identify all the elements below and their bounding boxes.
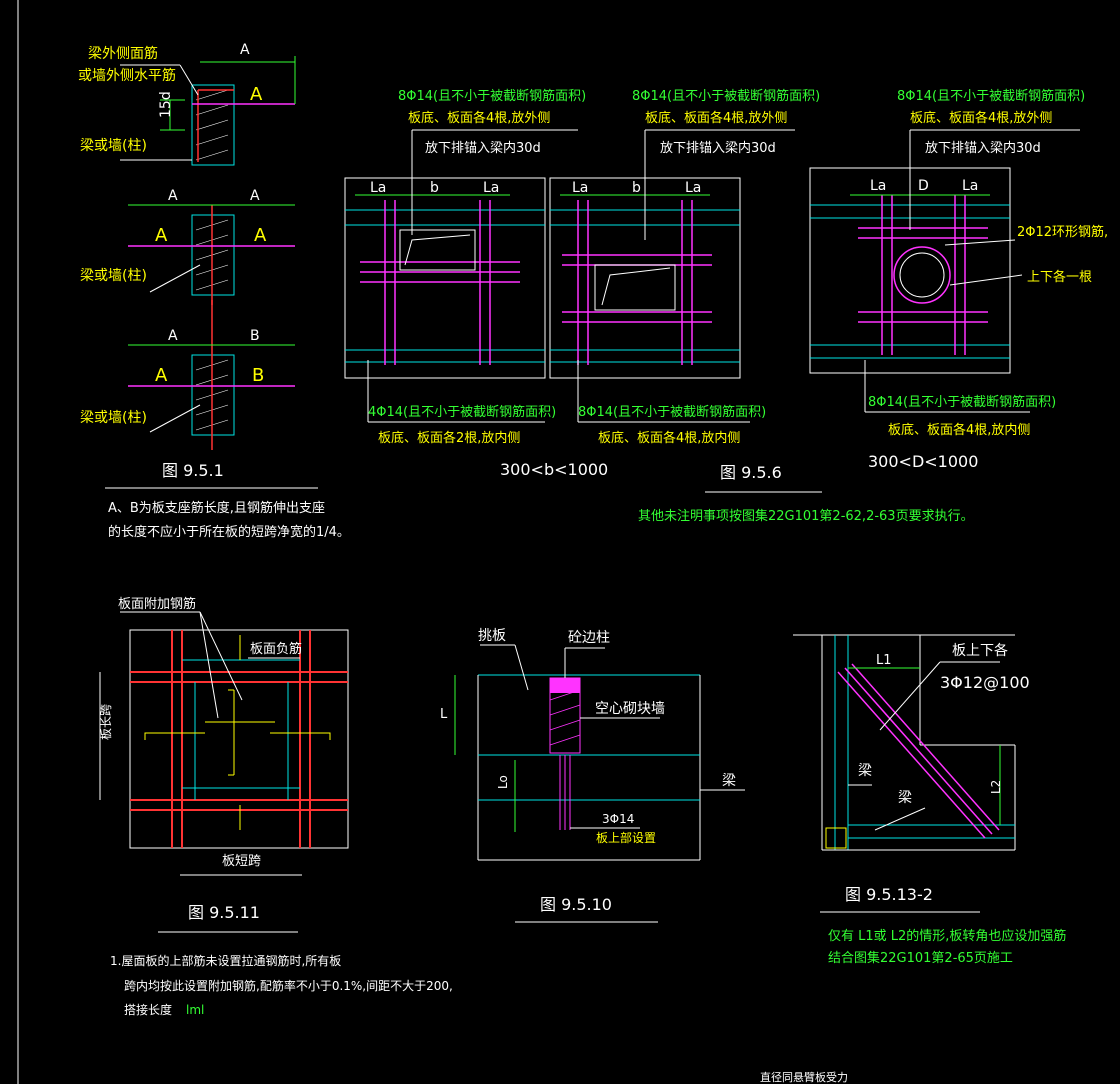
label-anchor-mid: 放下排锚入梁内30d <box>660 140 776 156</box>
figure-9-5-13-2: L1 L2 板上下各 3Φ12@100 梁 梁 图 9.5.13-2 仅有 L1… <box>793 634 1066 966</box>
caption-9-5-1: 图 9.5.1 <box>162 461 224 480</box>
label-bottom-mid: 8Φ14(且不小于被截断钢筋面积) <box>578 404 766 420</box>
caption-9-5-13-2: 图 9.5.13-2 <box>845 885 933 904</box>
label-neg-bar: 板面负筋 <box>250 641 302 657</box>
label-bottom-right: 8Φ14(且不小于被截断钢筋面积) <box>868 394 1056 410</box>
label-ring: 2Φ12环形钢筋, <box>1017 224 1108 240</box>
label-bottom-left: 4Φ14(且不小于被截断钢筋面积) <box>368 404 556 420</box>
range-b: 300<b<1000 <box>500 460 608 479</box>
dim-15d: 15d <box>158 91 174 118</box>
dim-a-mid-right: A <box>250 188 260 204</box>
dim-b-2: b <box>632 180 641 196</box>
label-slab: 挑板 <box>478 628 506 644</box>
label-each: 板上下各 <box>952 643 1008 659</box>
dim-la-2: La <box>483 180 499 196</box>
label-a-mid-left: A <box>155 225 168 246</box>
dim-a-bot-left: A <box>168 328 178 344</box>
note-9-5-1-line2: 的长度不应小于所在板的短跨净宽的1/4。 <box>108 524 350 540</box>
dim-la-5: La <box>870 178 886 194</box>
label-ring-2: 上下各一根 <box>1027 269 1092 285</box>
note-9-5-6: 其他未注明事项按图集22G101第2-62,2-63页要求执行。 <box>638 508 974 524</box>
label-bar-note: 板上部设置 <box>596 830 656 845</box>
label-a-bot-left: A <box>155 365 168 386</box>
label-top-right-outer: 板底、板面各4根,放外侧 <box>910 110 1052 126</box>
label-a-mid-right: A <box>254 225 267 246</box>
label-top-left-outer: 板底、板面各4根,放外侧 <box>408 110 550 126</box>
label-top-left: 8Φ14(且不小于被截断钢筋面积) <box>398 88 586 104</box>
dim-la-6: La <box>962 178 978 194</box>
leader-label-top2: 或墙外侧水平筋 <box>78 67 176 84</box>
dim-lo: Lo <box>496 775 510 789</box>
note-9-5-11-line2: 跨内均按此设置附加钢筋,配筋率不小于0.1%,间距不大于200, <box>124 978 453 993</box>
label-b-bot-right: B <box>252 365 264 386</box>
note-9-5-13-2-line1: 仅有 L1或 L2的情形,板转角也应设加强筋 <box>828 928 1066 944</box>
label-long-span: 板长跨 <box>99 704 113 740</box>
label-top-mid-outer: 板底、板面各4根,放外侧 <box>645 110 787 126</box>
wall-label-3: 梁或墙(柱) <box>80 410 147 426</box>
label-bar-3phi14: 3Φ14 <box>602 812 634 826</box>
dim-la-4: La <box>685 180 701 196</box>
figure-9-5-6: La b La La b La 8Φ14(且不小于被截断钢筋面积) 板底、板面各… <box>344 88 1108 524</box>
figure-9-5-11: 板面附加钢筋 板面负筋 板长跨 板短跨 图 9.5.11 1.屋面板的上部筋未设… <box>99 596 453 1017</box>
label-top-mid: 8Φ14(且不小于被截断钢筋面积) <box>632 88 820 104</box>
dim-b-bot-right: B <box>250 328 260 344</box>
label-bottom-right-inner: 板底、板面各4根,放内侧 <box>888 422 1030 438</box>
label-anchor-left: 放下排锚入梁内30d <box>425 140 541 156</box>
dim-b-1: b <box>430 180 439 196</box>
dim-la-3: La <box>572 180 588 196</box>
note-9-5-11-line3: 搭接长度 <box>124 1002 172 1017</box>
note-9-5-11-lap: lml <box>186 1003 204 1017</box>
dim-d: D <box>918 178 929 194</box>
dim-l1: L1 <box>876 653 892 668</box>
label-short-span: 板短跨 <box>222 854 261 869</box>
label-beam-horiz: 梁 <box>898 790 912 806</box>
range-d: 300<D<1000 <box>868 452 978 471</box>
note-9-5-13-2-line2: 结合图集22G101第2-65页施工 <box>828 950 1013 966</box>
dim-a-mid-left: A <box>168 188 178 204</box>
label-bar-3phi12: 3Φ12@100 <box>940 673 1030 692</box>
label-column: 砼边柱 <box>568 630 610 646</box>
dim-la-1: La <box>370 180 386 196</box>
label-a-top: A <box>250 84 263 105</box>
caption-9-5-10: 图 9.5.10 <box>540 895 612 914</box>
label-beam: 梁 <box>722 773 736 789</box>
note-9-5-1-line1: A、B为板支座筋长度,且钢筋伸出支座 <box>108 500 325 516</box>
leader-label-top1: 梁外侧面筋 <box>88 45 158 62</box>
label-extra-bar: 板面附加钢筋 <box>118 596 196 612</box>
wall-label-2: 梁或墙(柱) <box>80 268 147 284</box>
label-bottom-mid-inner: 板底、板面各4根,放内侧 <box>598 430 740 446</box>
dim-a-top: A <box>240 42 250 58</box>
label-wall: 空心砌块墙 <box>595 701 665 717</box>
label-top-right: 8Φ14(且不小于被截断钢筋面积) <box>897 88 1085 104</box>
dim-l: L <box>440 707 448 722</box>
dim-l2: L2 <box>989 780 1003 794</box>
figure-9-5-10: L Lo 挑板 砼边柱 空心砌块墙 梁 3Φ14 板上部设置 图 9.5.10 <box>440 628 745 923</box>
figure-9-5-1: 梁外侧面筋 或墙外侧水平筋 15d 梁或墙(柱) A A A A A A 梁或墙… <box>78 42 350 540</box>
wall-label-1: 梁或墙(柱) <box>80 138 147 154</box>
label-beam-vert: 梁 <box>858 763 872 779</box>
caption-9-5-6: 图 9.5.6 <box>720 463 782 482</box>
caption-9-5-11: 图 9.5.11 <box>188 903 260 922</box>
label-anchor-right: 放下排锚入梁内30d <box>925 140 1041 156</box>
footer-text: 直径同悬臂板受力 <box>760 1070 848 1084</box>
note-9-5-11-line1: 1.屋面板的上部筋未设置拉通钢筋时,所有板 <box>110 953 341 968</box>
label-bottom-left-inner: 板底、板面各2根,放内侧 <box>378 430 520 446</box>
